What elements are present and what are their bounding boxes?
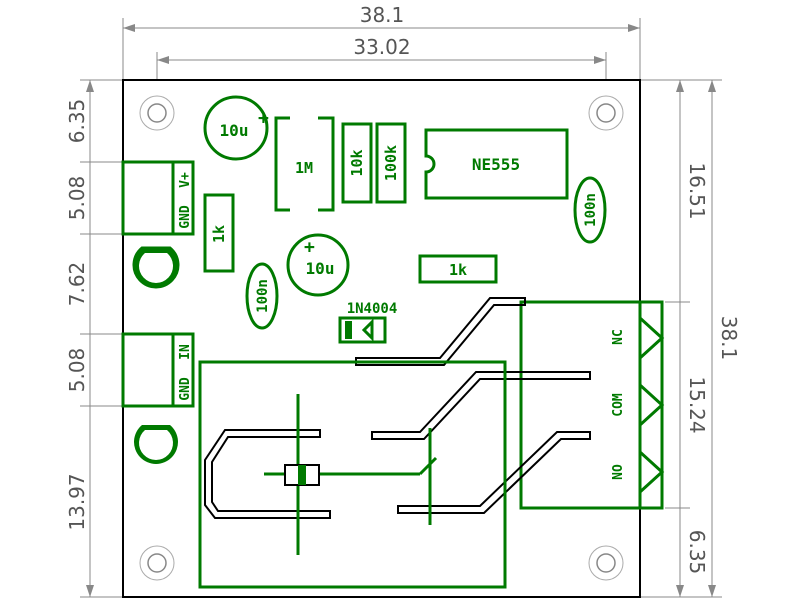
resistor-10k: 10k bbox=[341, 122, 373, 204]
diode-1n4004: 1N4004 bbox=[338, 301, 398, 344]
capacitor-10u-mid: + 10u bbox=[286, 233, 350, 297]
svg-text:100n: 100n bbox=[255, 279, 271, 313]
dim-left-4: 5.08 bbox=[65, 348, 89, 393]
relay-body bbox=[198, 360, 507, 589]
svg-text:+: + bbox=[304, 237, 315, 258]
dim-top-inner: 33.02 bbox=[353, 35, 410, 59]
svg-text:V+: V+ bbox=[178, 172, 193, 188]
dim-right-1: 16.51 bbox=[685, 162, 709, 219]
svg-text:+: + bbox=[258, 108, 269, 129]
resistor-1k-left: 1k bbox=[203, 193, 235, 273]
svg-text:IN: IN bbox=[178, 344, 193, 360]
mounting-hole-top-right bbox=[588, 95, 624, 131]
svg-text:1k: 1k bbox=[449, 261, 467, 279]
capacitor-100n-left: 100n bbox=[245, 262, 279, 330]
capacitor-100n-right: 100n bbox=[573, 176, 607, 244]
svg-text:NE555: NE555 bbox=[472, 155, 520, 174]
mounting-hole-bottom-left bbox=[139, 545, 175, 581]
connector-power: GND V+ bbox=[121, 160, 195, 236]
svg-text:GND: GND bbox=[178, 377, 193, 401]
capacitor-10u-top: + 10u bbox=[203, 95, 269, 161]
ic-ne555: NE555 bbox=[424, 128, 569, 200]
dim-left-2: 5.08 bbox=[65, 176, 89, 221]
transistor-top bbox=[132, 246, 180, 289]
svg-text:GND: GND bbox=[178, 205, 193, 229]
svg-text:10u: 10u bbox=[220, 121, 249, 140]
connector-input: GND IN bbox=[121, 332, 195, 408]
mounting-hole-bottom-right bbox=[588, 545, 624, 581]
svg-text:100n: 100n bbox=[583, 193, 599, 227]
resistor-100k: 100k bbox=[375, 122, 407, 204]
resistor-1k-mid: 1k bbox=[418, 254, 498, 284]
svg-text:10k: 10k bbox=[348, 149, 366, 176]
svg-text:1M: 1M bbox=[295, 159, 313, 177]
resistor-1m: 1M bbox=[274, 116, 335, 212]
transistor-bottom bbox=[134, 425, 178, 464]
dim-right-2: 15.24 bbox=[685, 376, 709, 433]
connector-relay-output: NC COM NO bbox=[519, 300, 665, 510]
svg-text:NO: NO bbox=[611, 464, 626, 480]
mounting-hole-top-left bbox=[139, 95, 175, 131]
dim-left-1: 6.35 bbox=[65, 99, 89, 144]
dim-left-3: 7.62 bbox=[65, 262, 89, 307]
svg-text:10u: 10u bbox=[306, 259, 335, 278]
dim-left-5: 13.97 bbox=[65, 473, 89, 530]
dim-right-3: 6.35 bbox=[685, 530, 709, 575]
svg-text:1N4004: 1N4004 bbox=[347, 301, 398, 317]
dim-right-outer: 38.1 bbox=[717, 316, 741, 361]
mounting-holes bbox=[139, 95, 624, 581]
dimension-lines bbox=[80, 18, 722, 598]
svg-text:1k: 1k bbox=[210, 225, 228, 243]
dim-top-outer: 38.1 bbox=[360, 3, 405, 27]
svg-text:NC: NC bbox=[611, 329, 626, 345]
svg-text:100k: 100k bbox=[382, 145, 400, 181]
svg-text:COM: COM bbox=[611, 393, 626, 417]
